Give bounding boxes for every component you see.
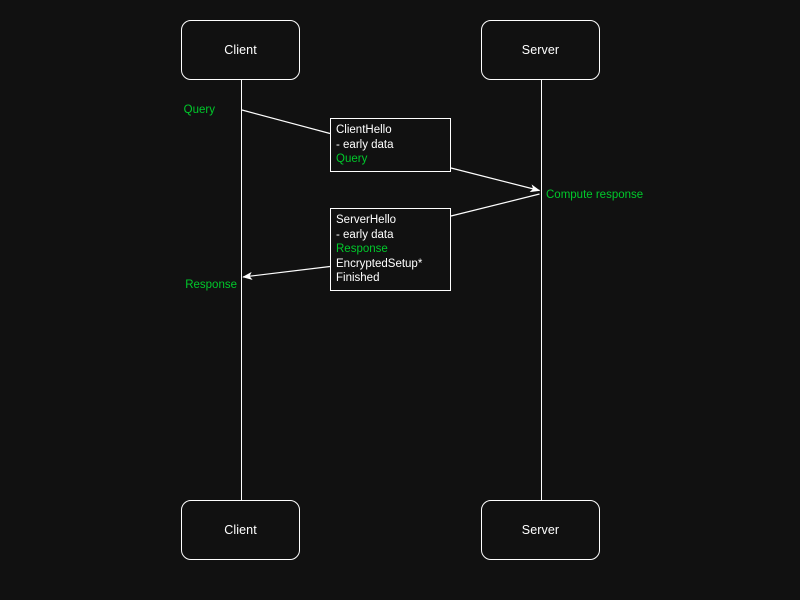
actor-box-client-top[interactable]: Client (181, 20, 300, 80)
arrow-clienthello-to-server (450, 167, 541, 193)
message-line: - early data (336, 228, 394, 241)
arrow-query-to-clienthello (241, 109, 331, 135)
actor-label-client-bottom: Client (224, 522, 257, 537)
message-box-client-hello[interactable]: ClientHello - early data Query (330, 118, 451, 172)
actor-label-server-bottom: Server (521, 522, 560, 537)
message-line: ClientHello (336, 124, 392, 136)
actor-box-server-bottom[interactable]: Server (481, 500, 600, 560)
message-line: Response (336, 243, 388, 256)
message-box-server-hello[interactable]: ServerHello - early data Response Encryp… (330, 208, 451, 291)
note-compute-response: Compute response (546, 189, 644, 201)
actor-box-server-top[interactable]: Server (481, 20, 600, 80)
message-line: - early data (336, 138, 394, 151)
arrow-server-to-serverhello (450, 193, 540, 217)
lifeline-server (540, 80, 542, 500)
note-query: Query (183, 104, 215, 116)
message-line: ServerHello (336, 214, 397, 226)
lifeline-client (240, 80, 242, 500)
message-line: Query (336, 153, 368, 166)
actor-box-client-bottom[interactable]: Client (181, 500, 300, 560)
arrow-serverhello-to-client (242, 265, 331, 280)
note-response: Response (185, 279, 237, 291)
message-line: EncryptedSetup* (336, 257, 423, 270)
actor-label-server-top: Server (521, 42, 560, 57)
actor-label-client-top: Client (224, 42, 257, 57)
message-line: Finished (336, 272, 380, 285)
